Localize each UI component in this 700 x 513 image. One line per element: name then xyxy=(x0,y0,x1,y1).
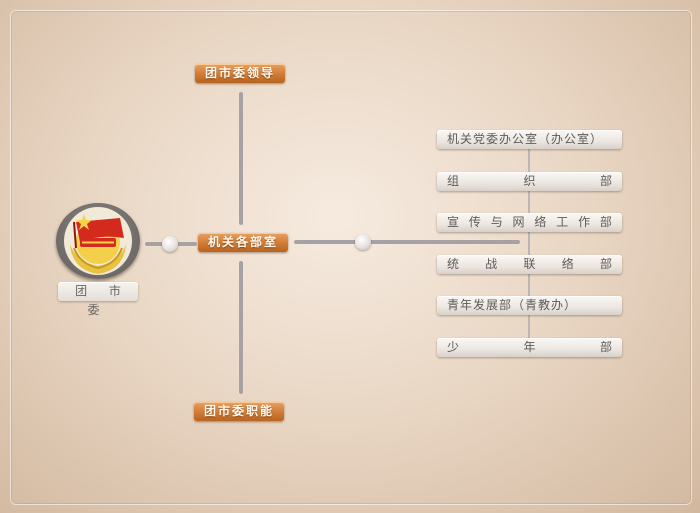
department-label: 青年发展部（青教办） xyxy=(447,298,578,312)
hub-node-departments[interactable]: 机关各部室 xyxy=(198,233,288,252)
department-button-1[interactable]: 机关党委办公室（办公室） xyxy=(437,130,622,149)
connector-hub-to-bottom xyxy=(239,261,243,394)
department-button-3[interactable]: 宣传与网络工作部 xyxy=(437,213,622,232)
connector-hub-to-top xyxy=(239,92,243,225)
root-label[interactable]: 团 市 委 xyxy=(58,282,138,317)
department-button-2[interactable]: 组织部 xyxy=(437,172,622,191)
panel-border xyxy=(10,10,692,505)
department-button-6[interactable]: 少年部 xyxy=(437,338,622,357)
department-label: 组织部 xyxy=(447,174,612,188)
department-label: 机关党委办公室（办公室） xyxy=(447,132,604,146)
department-label: 统战联络部 xyxy=(447,257,612,271)
departments-spine xyxy=(528,148,530,340)
youth-league-emblem[interactable] xyxy=(56,203,140,279)
department-label: 宣传与网络工作部 xyxy=(447,215,612,229)
connector-knob-left[interactable] xyxy=(162,236,178,252)
connector-knob-right[interactable] xyxy=(355,234,371,250)
department-button-4[interactable]: 统战联络部 xyxy=(437,255,622,274)
connector-hub-to-departments xyxy=(294,240,520,244)
bottom-node-functions[interactable]: 团市委职能 xyxy=(194,402,284,421)
top-node-leadership[interactable]: 团市委领导 xyxy=(195,64,285,83)
emblem-icon xyxy=(64,207,132,275)
department-label: 少年部 xyxy=(447,340,612,354)
department-button-5[interactable]: 青年发展部（青教办） xyxy=(437,296,622,315)
